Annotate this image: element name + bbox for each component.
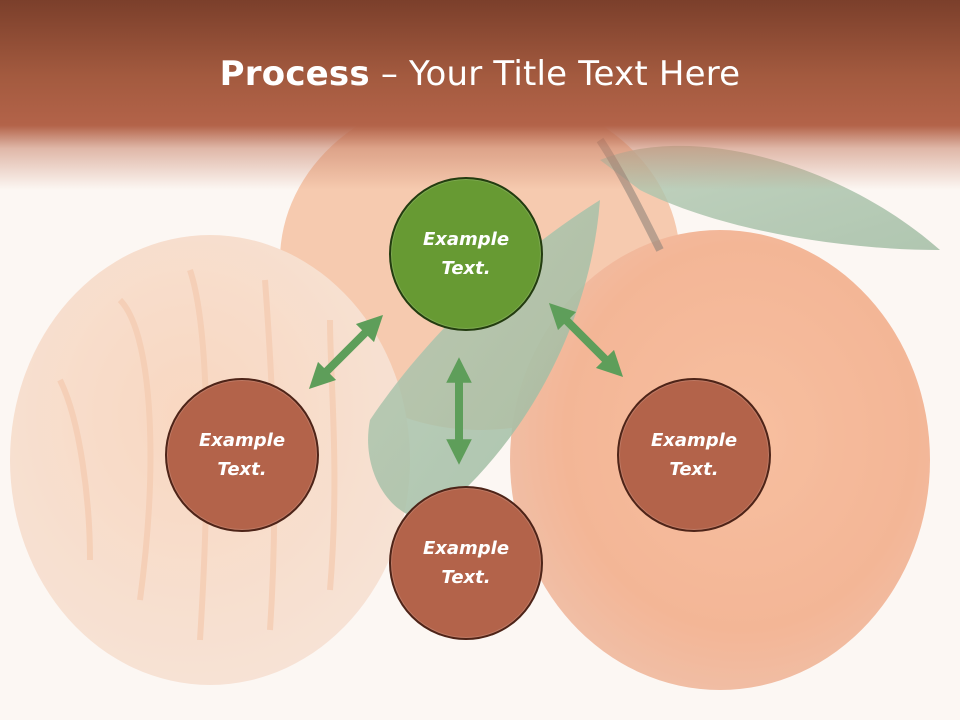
slide-title: Process – Your Title Text Here [0, 52, 960, 96]
arrow-top-right [548, 302, 624, 378]
process-node-bottom[interactable]: Example Text. [389, 486, 543, 640]
node-top-text: Example Text. [422, 229, 510, 279]
process-node-top[interactable]: Example Text. [389, 177, 543, 331]
process-node-left[interactable]: Example Text. [165, 378, 319, 532]
node-right-text: Example Text. [650, 430, 738, 480]
title-band [0, 0, 960, 190]
arrow-top-left [308, 314, 384, 390]
title-rest: Your Title Text Here [409, 54, 741, 94]
node-bottom-text: Example Text. [422, 538, 510, 588]
process-node-right[interactable]: Example Text. [617, 378, 771, 532]
title-separator: – [369, 54, 410, 94]
node-left-text: Example Text. [198, 430, 286, 480]
title-bold-part: Process [219, 54, 370, 94]
